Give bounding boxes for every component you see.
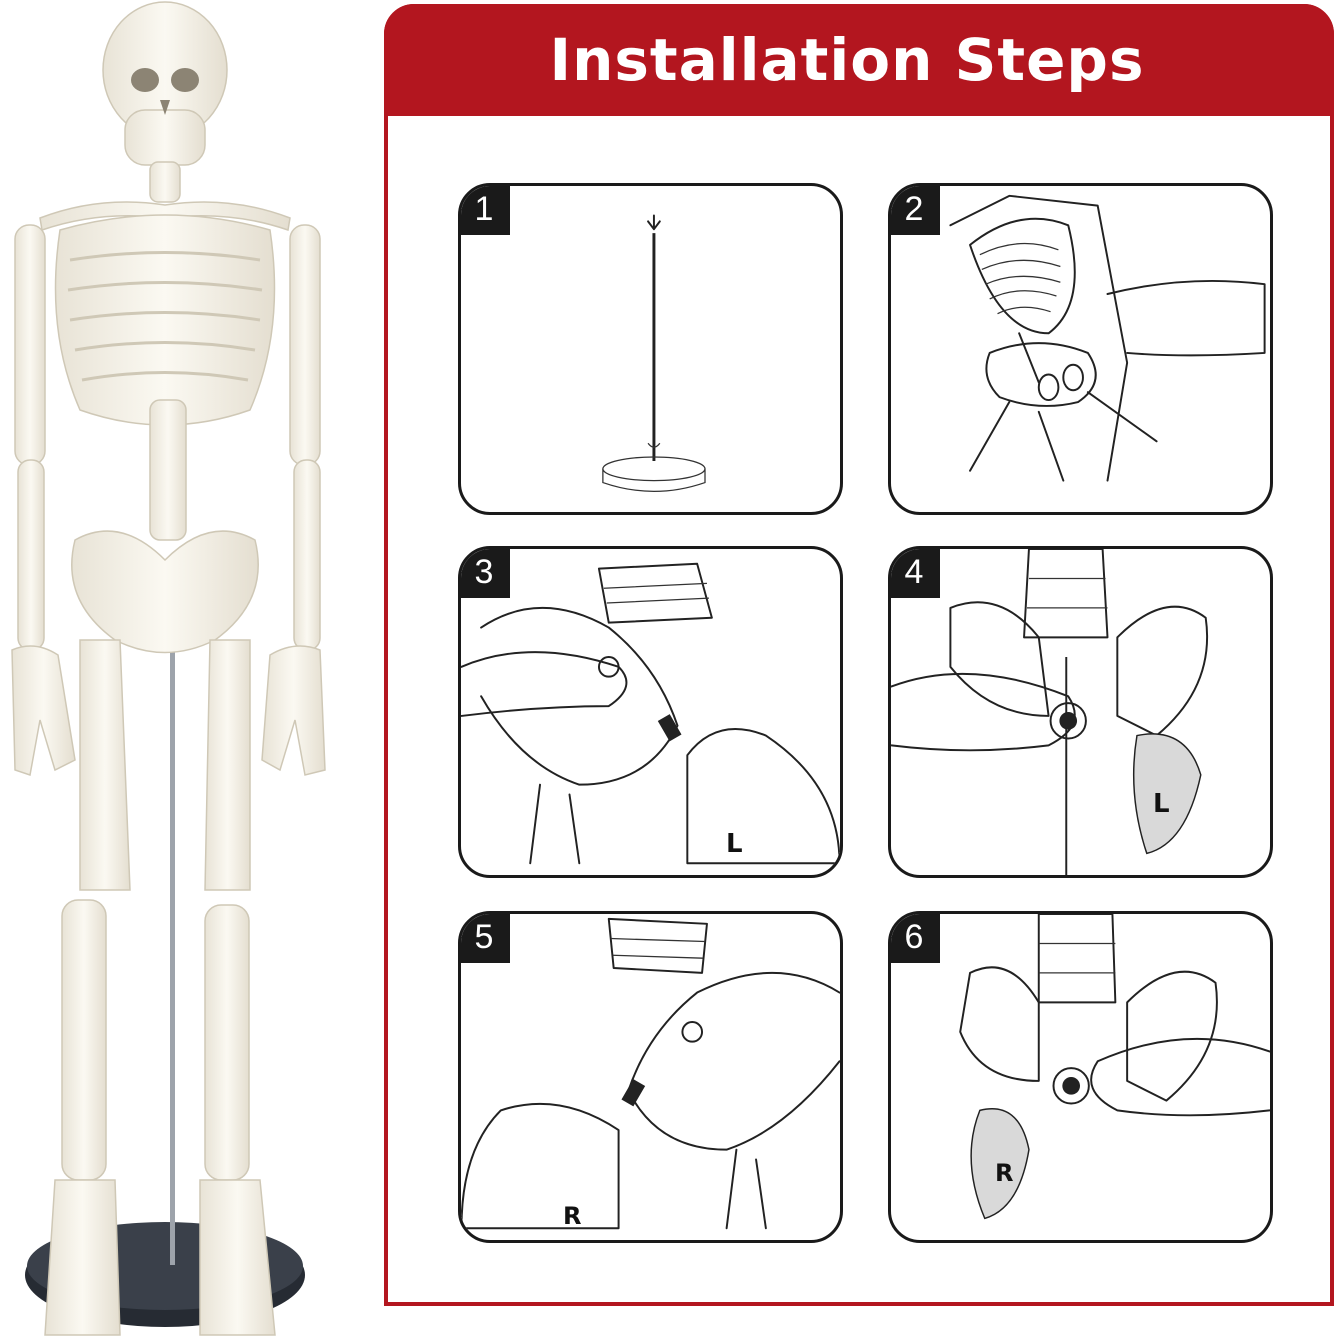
installation-steps-card: Installation Steps 1 2 — [384, 4, 1334, 1306]
left-side-marker: L — [726, 829, 743, 859]
steps-header: Installation Steps — [384, 4, 1334, 116]
step-number-3: 3 — [461, 549, 510, 598]
step-number-5: 5 — [461, 914, 510, 963]
step-1-illustration — [602, 214, 706, 492]
step-number-2: 2 — [891, 186, 940, 235]
step-number-1: 1 — [461, 186, 510, 235]
step-4-illustration — [891, 549, 1209, 875]
left-side-marker: L — [1153, 789, 1170, 819]
step-number-6: 6 — [891, 914, 940, 963]
step-5-illustration — [461, 917, 840, 1230]
step-2-illustration — [949, 194, 1266, 482]
step-6-illustration — [959, 914, 1270, 1220]
step-3-illustration — [461, 562, 840, 865]
right-side-marker: R — [995, 1159, 1014, 1187]
skeleton-model-photo — [11, 1, 326, 1336]
right-side-marker: R — [563, 1202, 582, 1230]
step-panel-4: 4 L — [888, 546, 1273, 878]
step-panel-1: 1 — [458, 183, 843, 515]
step-panel-6: 6 R — [888, 911, 1273, 1243]
step-panel-3: 3 L — [458, 546, 843, 878]
step-panel-5: 5 R — [458, 911, 843, 1243]
step-number-4: 4 — [891, 549, 940, 598]
steps-title: Installation Steps — [549, 26, 1145, 94]
step-panel-2: 2 — [888, 183, 1273, 515]
